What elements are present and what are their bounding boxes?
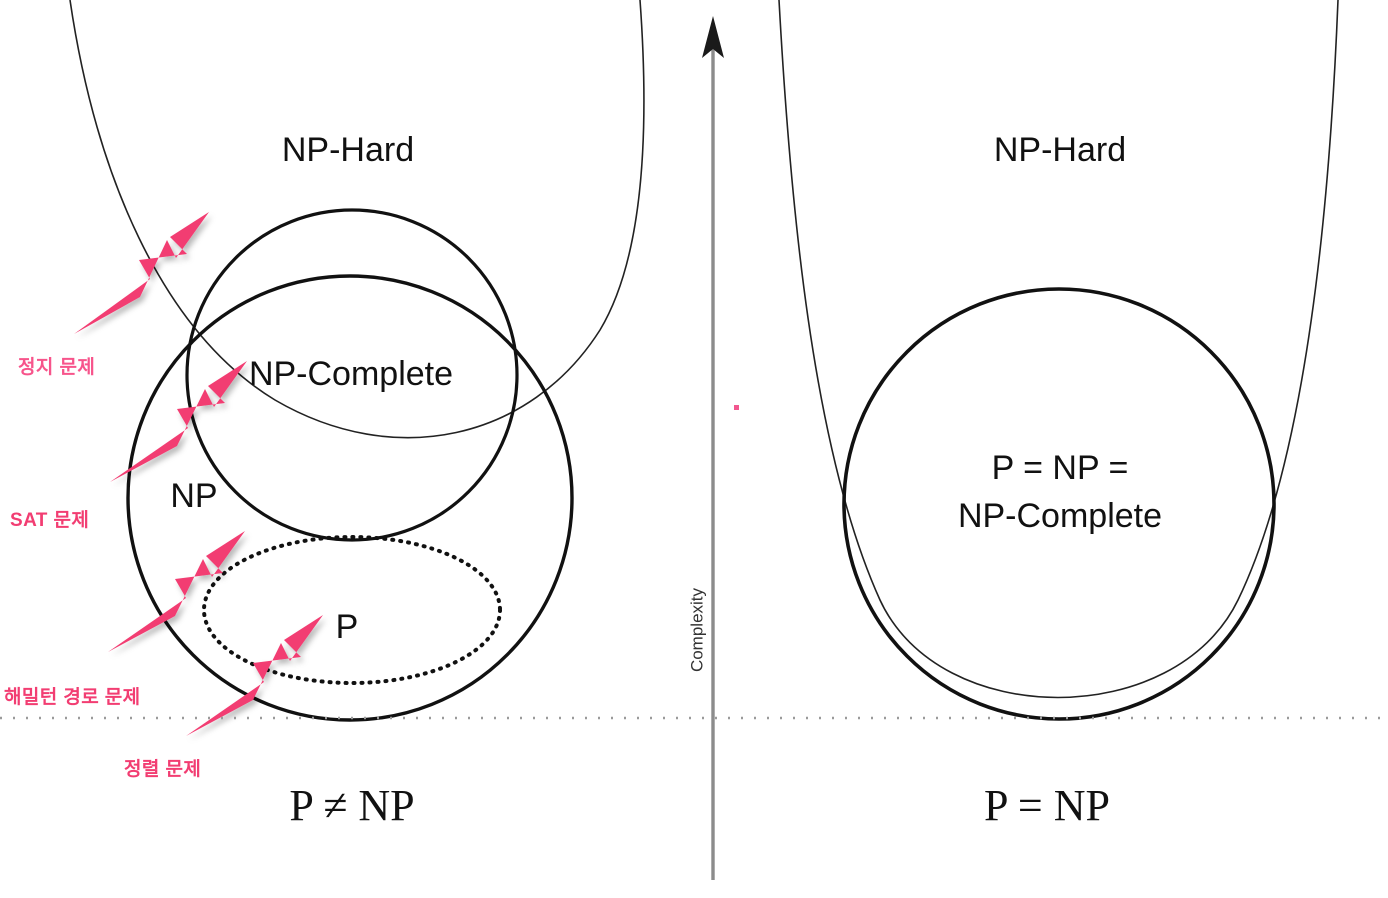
p-eq-np-boundary-right <box>842 287 1276 721</box>
annotation-label-sat-problem: SAT 문제 <box>10 510 90 531</box>
p-boundary-left <box>202 535 502 685</box>
label-p-eq-np-line1: P = NP = <box>992 449 1129 487</box>
axis-arrowhead-icon <box>702 16 724 58</box>
annotation-label-hamiltonian-path: 해밀턴 경로 문제 <box>4 687 141 708</box>
panel-left: NP-Hard NP-Complete NP P P ≠ NP <box>69 0 645 830</box>
arrow-hamiltonian-path <box>108 531 245 652</box>
annotation-label-sorting-problem: 정렬 문제 <box>124 759 202 780</box>
arrow-sat-problem <box>110 361 247 482</box>
stray-pink-dot <box>734 405 739 410</box>
np-hard-boundary-right <box>778 0 1339 699</box>
np-hard-boundary-left <box>69 0 645 439</box>
label-np-hard-right: NP-Hard <box>994 131 1126 169</box>
caption-right-panel: P = NP <box>984 781 1110 830</box>
arrow-sorting-problem <box>186 615 323 736</box>
annotation-label-halting-problem: 정지 문제 <box>18 357 96 378</box>
axis-label-complexity: Complexity <box>687 587 706 672</box>
label-p-eq-np-line2: NP-Complete <box>958 497 1162 535</box>
label-np-hard-left: NP-Hard <box>282 131 414 169</box>
arrow-halting-problem <box>74 212 209 334</box>
label-p-left: P <box>336 608 359 646</box>
caption-left-panel: P ≠ NP <box>289 781 414 830</box>
panel-right: NP-Hard P = NP = NP-Complete P = NP <box>778 0 1339 830</box>
np-complete-boundary-left <box>185 208 519 542</box>
complexity-axis: Complexity <box>687 16 724 880</box>
label-np-complete-left: NP-Complete <box>249 355 453 393</box>
np-boundary-left <box>126 274 574 722</box>
label-np-left: NP <box>170 477 217 515</box>
